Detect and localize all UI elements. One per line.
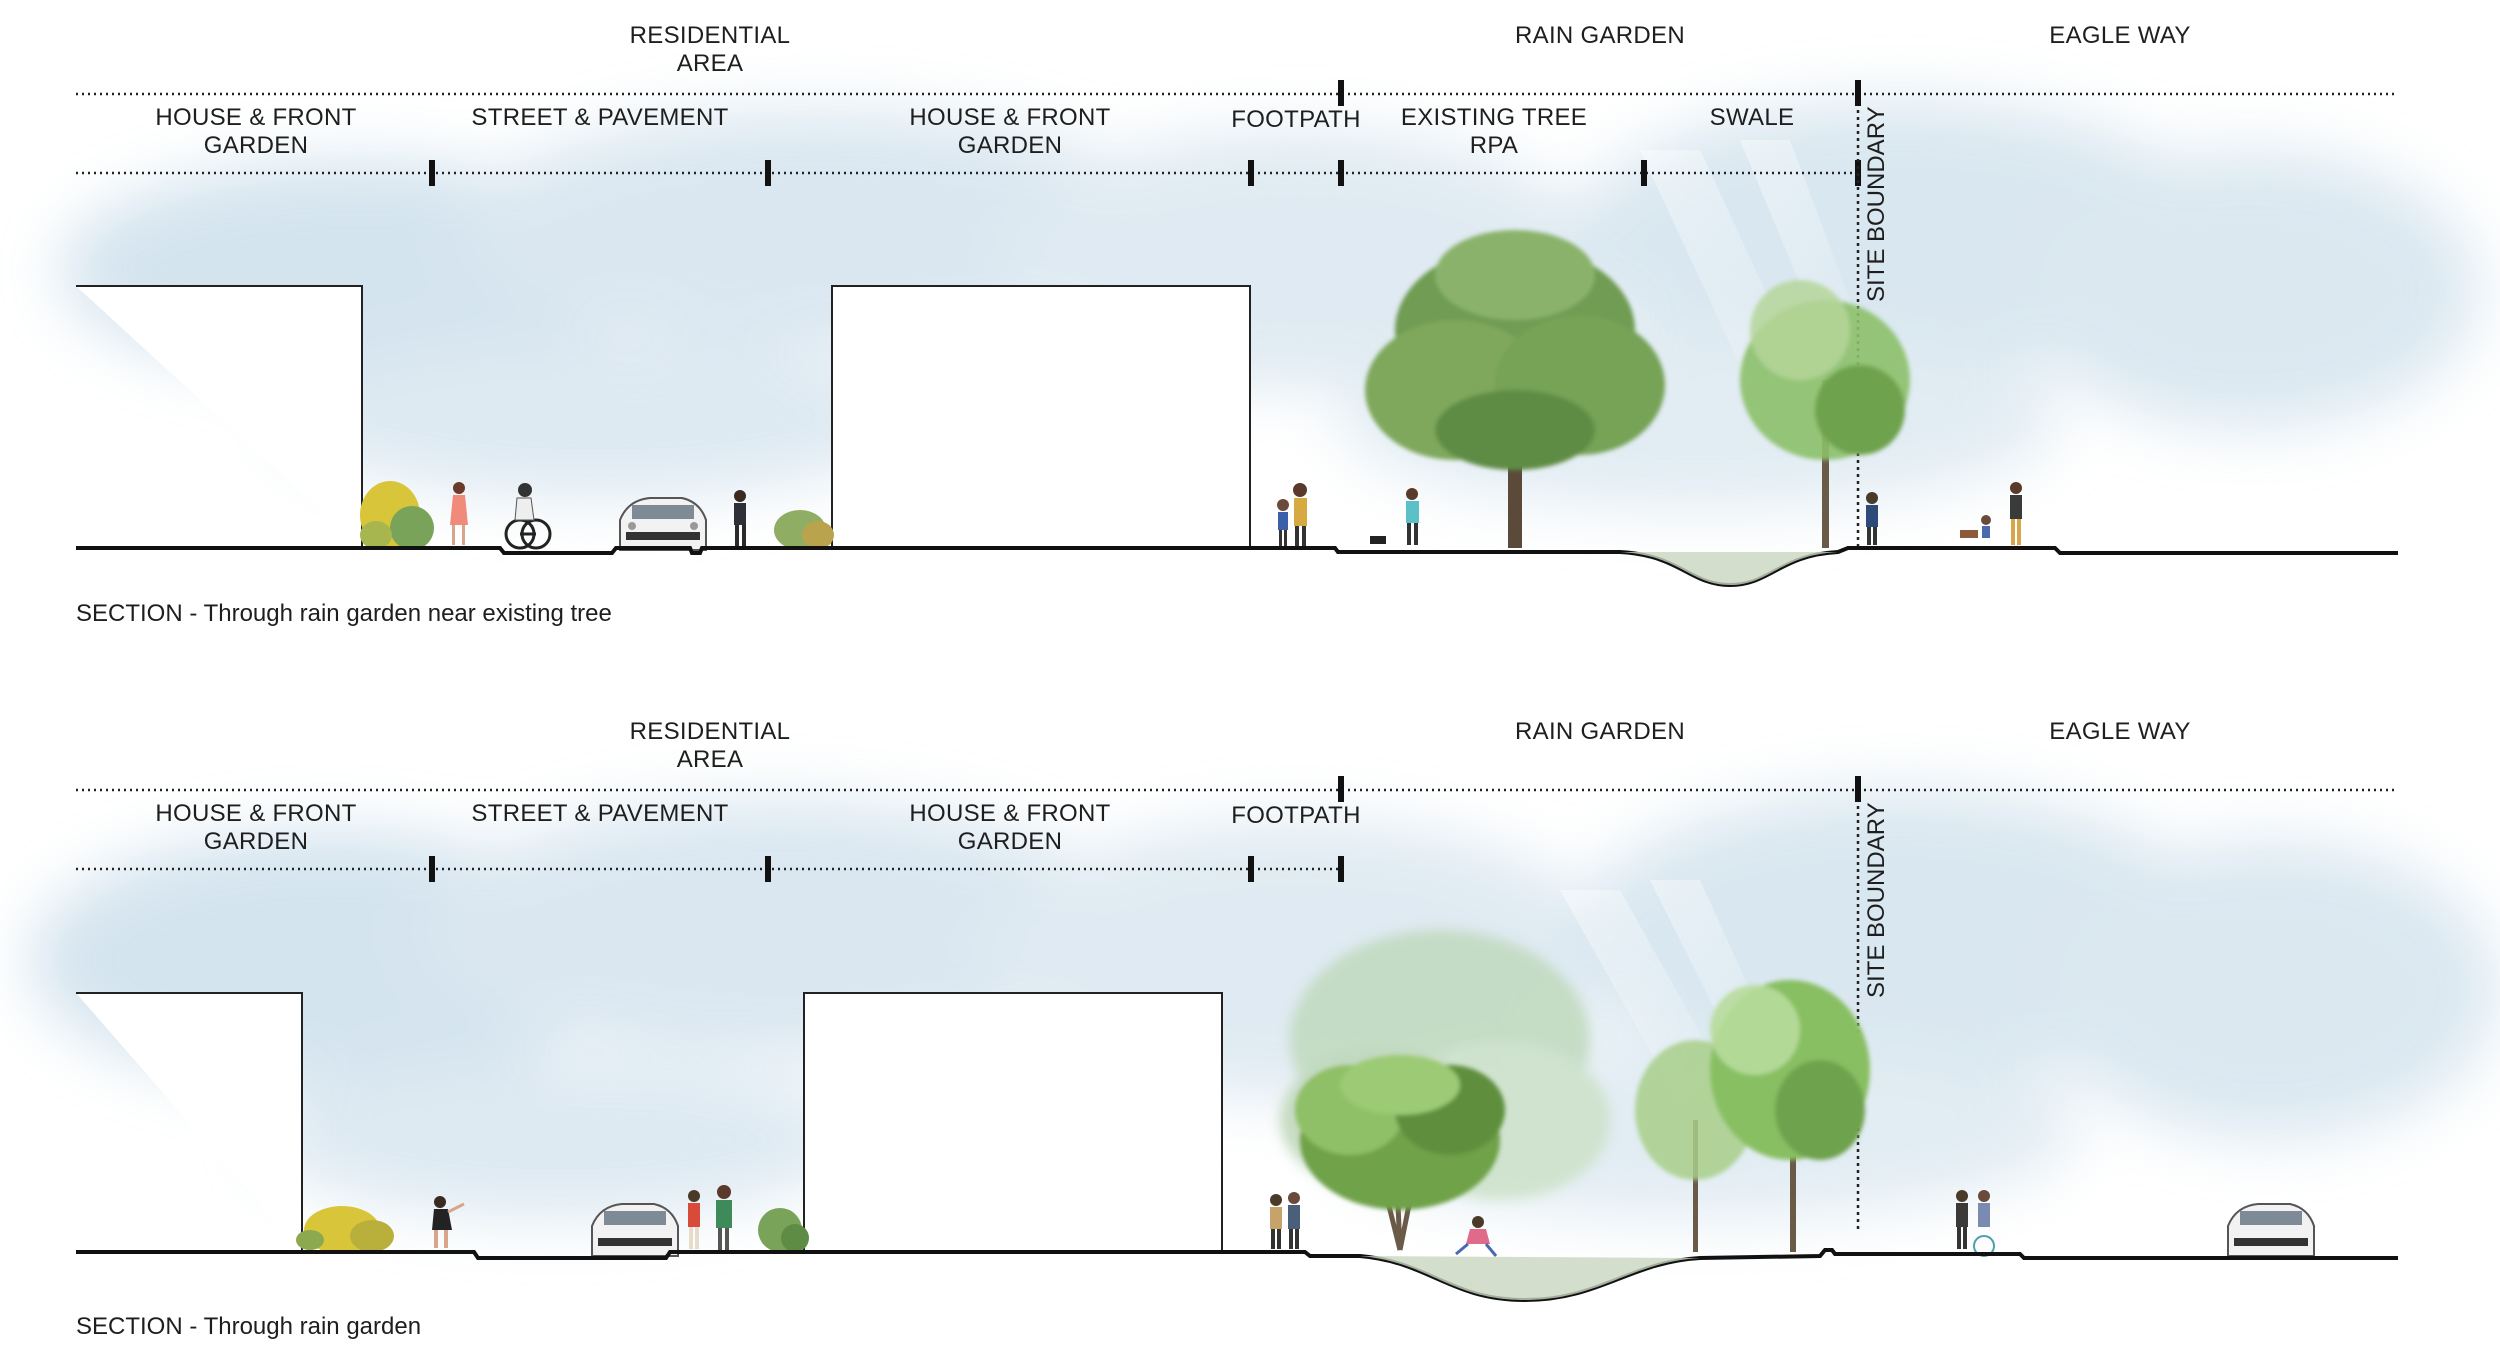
label-house-front-garden-2-line1: HOUSE & FRONT: [909, 104, 1111, 131]
label-residential-area-line2: AREA: [676, 50, 744, 77]
skater: [432, 1196, 465, 1248]
house-center: [831, 285, 1251, 549]
people-eagle-way: [1866, 482, 2022, 545]
label-house-front-garden-1-line2: GARDEN: [203, 828, 309, 855]
pedestrian-woman: [450, 482, 468, 545]
label-house-front-garden-2-line2: GARDEN: [957, 828, 1063, 855]
label-house-front-garden-2: HOUSE & FRONT GARDEN: [909, 104, 1110, 160]
label-eagle-way: EAGLE WAY: [2049, 718, 2191, 745]
multi-stem-tree: [1295, 1055, 1505, 1251]
cyclist: [504, 483, 552, 550]
pedestrian-man: [734, 490, 746, 547]
label-house-front-garden-1: HOUSE & FRONT GARDEN: [155, 104, 356, 160]
car-eagle-way: [2227, 1203, 2315, 1257]
label-house-front-garden-1: HOUSE & FRONT GARDEN: [155, 800, 356, 856]
label-swale: SWALE: [1709, 104, 1795, 131]
label-residential-area-line1: RESIDENTIAL: [629, 718, 791, 745]
label-street-pavement: STREET & PAVEMENT: [471, 800, 729, 827]
dog-walker: [1370, 488, 1419, 545]
label-residential-area: RESIDENTIAL AREA: [630, 718, 791, 774]
family-street: [688, 1185, 732, 1250]
label-eagle-way: EAGLE WAY: [2049, 22, 2191, 49]
label-house-front-garden-2-line2: GARDEN: [957, 132, 1063, 159]
label-house-front-garden-1-line1: HOUSE & FRONT: [155, 104, 357, 131]
label-rain-garden: RAIN GARDEN: [1515, 718, 1685, 745]
divider-ticks: [429, 776, 1861, 882]
label-street-pavement: STREET & PAVEMENT: [471, 104, 729, 131]
swale-fill-top: [1620, 552, 1838, 585]
people-footpath: [1270, 1192, 1300, 1249]
label-rain-garden: RAIN GARDEN: [1515, 22, 1685, 49]
label-house-front-garden-1-line1: HOUSE & FRONT: [155, 800, 357, 827]
label-site-boundary: SITE BOUNDARY: [1863, 106, 1890, 302]
car-top: [619, 497, 707, 551]
label-existing-tree-line2: RPA: [1469, 132, 1519, 159]
sky-wash-bottom: [30, 790, 2500, 1220]
trees-rain-garden: [1635, 980, 1870, 1252]
section-bottom: [30, 776, 2500, 1303]
house-left: [76, 285, 363, 548]
section-top: [60, 80, 2480, 588]
label-residential-area: RESIDENTIAL AREA: [630, 22, 791, 78]
house-center: [803, 992, 1223, 1253]
label-footpath: FOOTPATH: [1231, 802, 1361, 829]
front-garden-shrubs: [360, 481, 834, 550]
label-house-front-garden-2-line1: HOUSE & FRONT: [909, 800, 1111, 827]
label-footpath: FOOTPATH: [1231, 106, 1361, 133]
sky-wash: [60, 100, 2480, 510]
label-house-front-garden-2: HOUSE & FRONT GARDEN: [909, 800, 1110, 856]
label-existing-tree-line1: EXISTING TREE: [1400, 104, 1588, 131]
label-residential-area-line1: RESIDENTIAL: [629, 22, 791, 49]
family-footpath: [1277, 483, 1307, 546]
label-existing-tree-rpa: EXISTING TREE RPA: [1401, 104, 1587, 160]
ground-profile-bottom: [76, 1248, 2398, 1303]
label-residential-area-line2: AREA: [676, 746, 744, 773]
label-house-front-garden-1-line2: GARDEN: [203, 132, 309, 159]
car-bottom-left: [591, 1203, 679, 1257]
label-site-boundary: SITE BOUNDARY: [1863, 802, 1890, 998]
house-left: [76, 992, 303, 1252]
people-eagle-way: [1956, 1190, 1995, 1257]
section-caption-bottom: SECTION - Through rain garden: [76, 1313, 422, 1340]
young-tree-boundary: [1740, 280, 1910, 548]
child-jumping: [1455, 1216, 1498, 1257]
front-garden-shrubs: [296, 1206, 809, 1254]
swale-fill-bottom: [1360, 1256, 1700, 1300]
section-caption-top: SECTION - Through rain garden near exist…: [76, 600, 612, 627]
existing-tree: [1365, 230, 1665, 548]
ground-profile-top: [76, 546, 2398, 588]
